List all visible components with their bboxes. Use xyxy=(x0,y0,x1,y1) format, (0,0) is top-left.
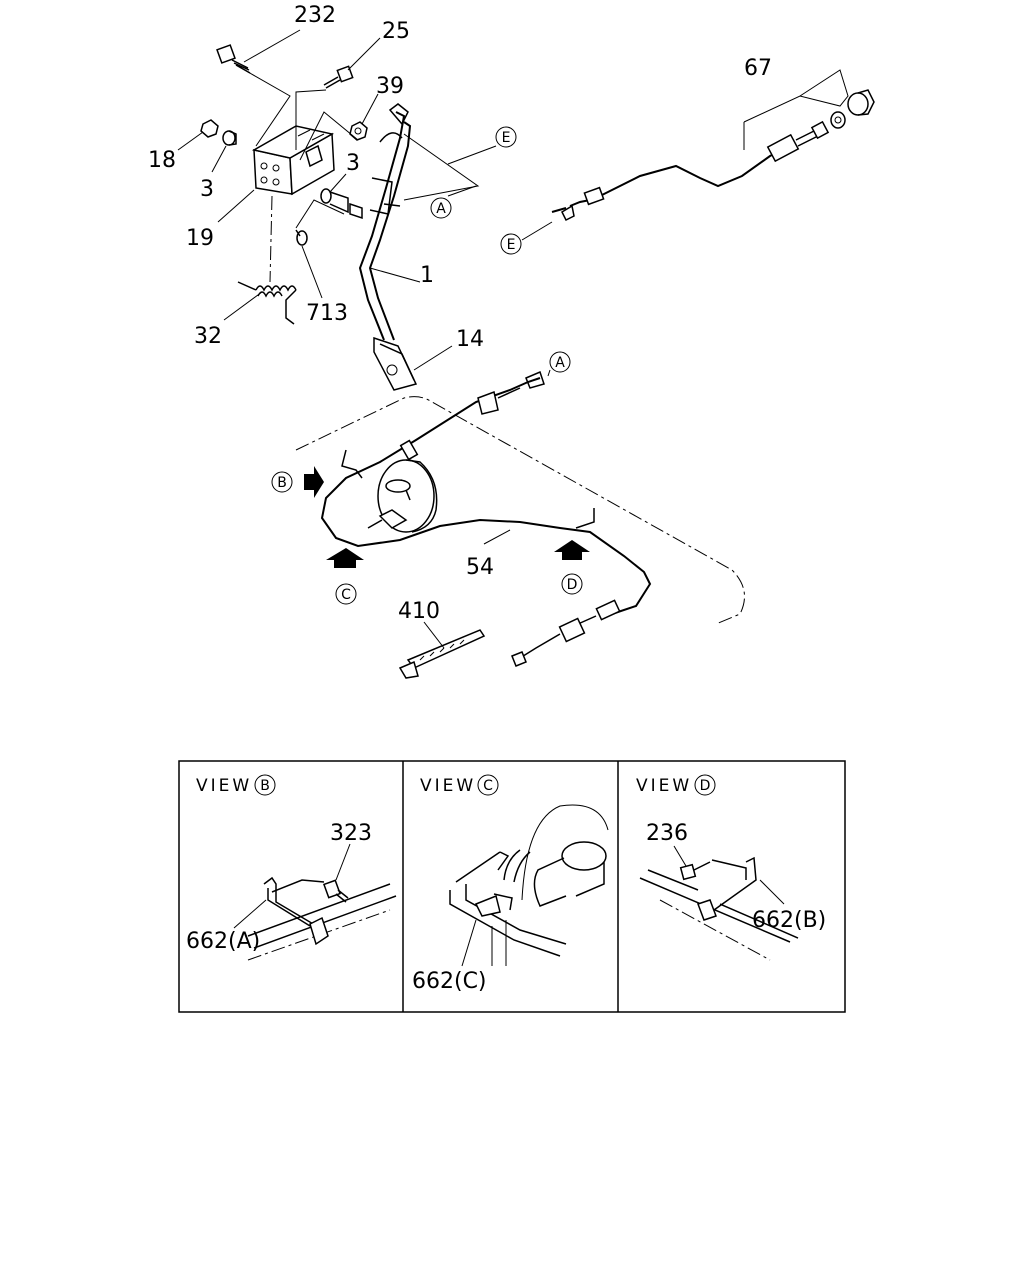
view-c-detail: VIEW C 662(C) xyxy=(412,774,609,994)
pin-713[interactable] xyxy=(295,229,308,246)
svg-text:B: B xyxy=(260,778,270,794)
label-25: 25 xyxy=(382,19,410,44)
svg-text:D: D xyxy=(567,577,578,593)
ref-e-leader-lower xyxy=(521,221,553,241)
label-1: 1 xyxy=(420,263,434,288)
accelerator-pedal-1[interactable] xyxy=(358,103,412,341)
leader-232 xyxy=(243,29,301,63)
leader-39-bracket xyxy=(299,111,359,161)
leader-236 xyxy=(673,845,687,867)
bolt-232[interactable] xyxy=(216,44,251,74)
svg-text:A: A xyxy=(436,201,446,217)
svg-text:E: E xyxy=(502,130,511,146)
pedal-bracket-19[interactable] xyxy=(251,125,335,196)
label-19: 19 xyxy=(186,226,214,251)
label-3-left: 3 xyxy=(200,177,214,202)
view-d-circle: D xyxy=(694,774,716,796)
view-c-title: VIEW xyxy=(420,776,476,796)
leader-3-right xyxy=(329,173,347,193)
view-arrow-d xyxy=(554,540,590,560)
label-662a: 662(A) xyxy=(186,929,260,954)
label-67: 67 xyxy=(744,56,772,81)
view-arrow-b xyxy=(304,466,324,498)
view-arrow-c xyxy=(326,548,364,568)
ref-circle-b: B xyxy=(271,471,293,493)
ref-a-leader xyxy=(447,185,477,197)
label-18: 18 xyxy=(148,148,176,173)
ref-circle-e-lower: E xyxy=(500,233,522,255)
label-323: 323 xyxy=(330,821,372,846)
ref-circle-d: D xyxy=(561,573,583,595)
leader-713 xyxy=(295,199,345,299)
bushing-3-left[interactable] xyxy=(222,130,237,146)
label-713: 713 xyxy=(306,301,348,326)
svg-text:B: B xyxy=(277,475,287,491)
leader-25-bracket xyxy=(295,89,327,150)
view-b-detail: VIEW B 323 662(A) xyxy=(186,774,397,961)
nut-39[interactable] xyxy=(349,121,368,141)
leader-14 xyxy=(413,345,453,371)
leader-67 xyxy=(743,69,849,150)
frame-outline xyxy=(295,396,745,625)
leader-232-bracket xyxy=(247,71,291,147)
detail-views-panel xyxy=(178,760,846,1013)
label-662c: 662(C) xyxy=(412,969,487,994)
leader-32 xyxy=(223,291,263,321)
leader-3-left xyxy=(211,145,227,173)
ref-a-leader-lower xyxy=(547,369,551,377)
leader-25 xyxy=(347,37,381,71)
view-c-circle: C xyxy=(477,774,499,796)
label-410: 410 xyxy=(398,599,440,624)
svg-text:C: C xyxy=(483,778,493,794)
ref-circle-a-upper: A xyxy=(430,197,452,219)
view-d-detail: VIEW D 236 662(B) xyxy=(636,774,826,961)
spring-centerline xyxy=(269,195,273,283)
engine-cable-54[interactable] xyxy=(320,370,652,667)
label-662b: 662(B) xyxy=(752,908,826,933)
ref-circle-c: C xyxy=(335,583,357,605)
bolt-25[interactable] xyxy=(323,65,354,89)
bolt-236[interactable] xyxy=(679,861,711,881)
svg-text:C: C xyxy=(341,587,351,603)
leader-323 xyxy=(335,843,351,881)
leader-662b xyxy=(759,879,785,905)
label-3-right: 3 xyxy=(346,151,360,176)
pedal-bracket-assembly: 232 25 39 18 3 xyxy=(148,3,410,349)
ref-circle-e-upper: E xyxy=(495,126,517,148)
washer-3-right[interactable] xyxy=(320,188,363,220)
view-b-circle: B xyxy=(254,774,276,796)
leader-54 xyxy=(483,529,511,545)
label-236: 236 xyxy=(646,821,688,846)
leader-410 xyxy=(423,621,445,649)
leader-662a xyxy=(233,899,267,929)
leader-39 xyxy=(361,93,379,125)
label-32: 32 xyxy=(194,324,222,349)
ref-e-leader-upper xyxy=(447,145,497,165)
bolt-323[interactable] xyxy=(323,879,349,903)
leader-662c xyxy=(461,919,477,967)
label-39: 39 xyxy=(376,74,404,99)
pedal-pad-14[interactable] xyxy=(373,336,418,391)
view-b-title: VIEW xyxy=(196,776,252,796)
label-54: 54 xyxy=(466,555,494,580)
cable-tie-410[interactable] xyxy=(398,629,486,679)
label-14: 14 xyxy=(456,327,484,352)
svg-text:D: D xyxy=(700,778,711,794)
ref-circle-a-lower: A xyxy=(549,351,571,373)
return-spring-32[interactable] xyxy=(237,281,297,325)
leader-19 xyxy=(217,189,255,223)
label-232: 232 xyxy=(294,3,336,28)
svg-text:A: A xyxy=(555,355,565,371)
ref-a-bracket-line xyxy=(403,133,480,201)
accelerator-cable-67[interactable] xyxy=(551,89,875,222)
svg-text:E: E xyxy=(507,237,516,253)
nut-18[interactable] xyxy=(200,119,219,138)
leader-1 xyxy=(369,267,421,283)
leader-18 xyxy=(177,131,204,151)
brake-booster-cylinder xyxy=(367,459,438,533)
view-d-title: VIEW xyxy=(636,776,692,796)
